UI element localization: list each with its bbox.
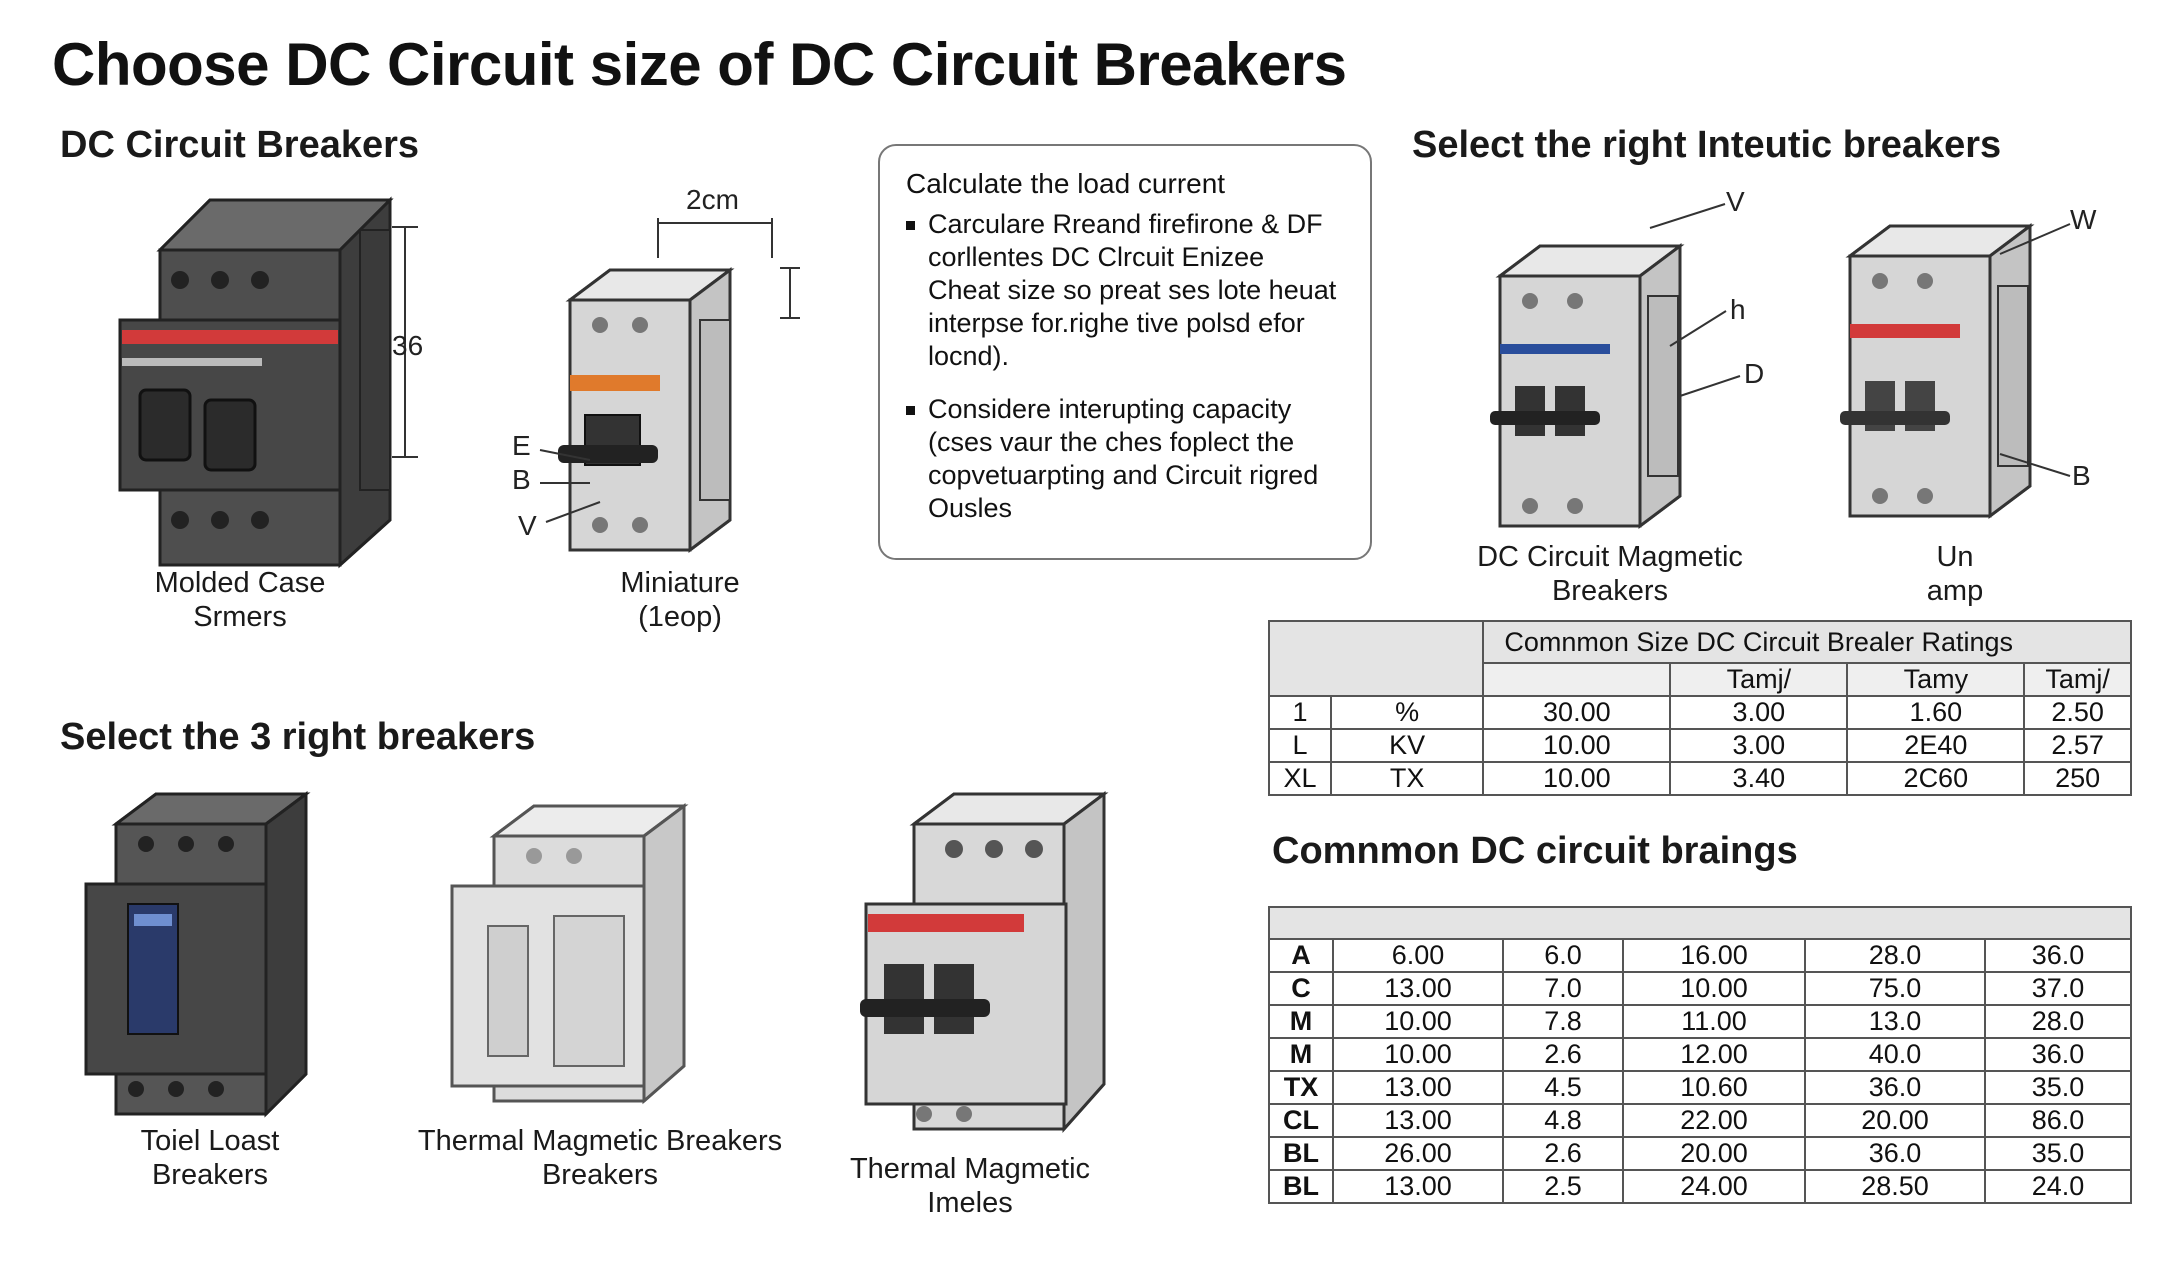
ratings-table-corner <box>1267 620 1485 697</box>
miniature-caption: Miniature(1eop) <box>620 567 740 633</box>
un-amp-label-w: W <box>2070 204 2097 235</box>
magnetic-label-d: D <box>1744 358 1765 389</box>
un-amp-label-b: B <box>2072 460 2091 491</box>
page-title: Choose DC Circuit size of DC Circuit Bre… <box>52 31 1347 98</box>
magnetic-label-leaders <box>1649 203 1741 397</box>
miniature-dimension-label: 2cm <box>686 184 739 215</box>
heading-select-3: Select the 3 right breakers <box>60 716 536 758</box>
thermal-magnetic-breaker-illustration <box>450 803 689 1105</box>
miniature-label-v: V <box>518 510 537 541</box>
ratings-table-title: Comnmon Size DC Circuit Brealer Ratings <box>1482 620 2132 664</box>
thermal-magnetic-red-breaker-illustration <box>860 791 1109 1133</box>
miniature-label-leaders <box>539 449 601 523</box>
molded-height-dimension <box>392 226 418 458</box>
miniature-width-dimension <box>657 218 800 319</box>
magnetic-label-h: h <box>1730 294 1746 325</box>
un-amp-breaker-illustration <box>1840 223 2035 519</box>
magnetic-label-v: V <box>1726 186 1745 217</box>
heading-select-right: Select the right Inteutic breakers <box>1412 124 2002 166</box>
miniature-label-b: B <box>512 464 531 495</box>
calc-title: Calculate the load current <box>906 168 1226 199</box>
ratings-table: Comnmon Size DC Circuit Brealer Ratings … <box>1267 620 2132 796</box>
ratings-subheader: Tamj/ <box>2023 662 2132 697</box>
miniature-label-e: E <box>512 430 531 461</box>
ratings-subheader: Tamj/ <box>1669 662 1849 697</box>
ratings-subheader: Tamy <box>1846 662 2026 697</box>
molded-case-breaker-illustration <box>118 196 394 569</box>
heading-common-ratings: Comnmon DC circuit braings <box>1272 830 1798 872</box>
miniature-breaker-illustration <box>558 267 735 553</box>
calc-bullet-2: Considere interupting capacity(cses vaur… <box>906 393 1344 525</box>
un-amp-label-leaders <box>1999 223 2071 477</box>
calculation-box: Calculate the load current Carculare Rre… <box>878 144 1372 560</box>
heading-dc-breakers: DC Circuit Breakers <box>60 124 420 166</box>
common-ratings-header-band <box>1268 906 2132 940</box>
molded-dimension-label: 36 <box>392 330 424 361</box>
toiel-loast-breaker-illustration <box>84 791 311 1118</box>
dc-magnetic-breaker-illustration <box>1490 243 1685 529</box>
